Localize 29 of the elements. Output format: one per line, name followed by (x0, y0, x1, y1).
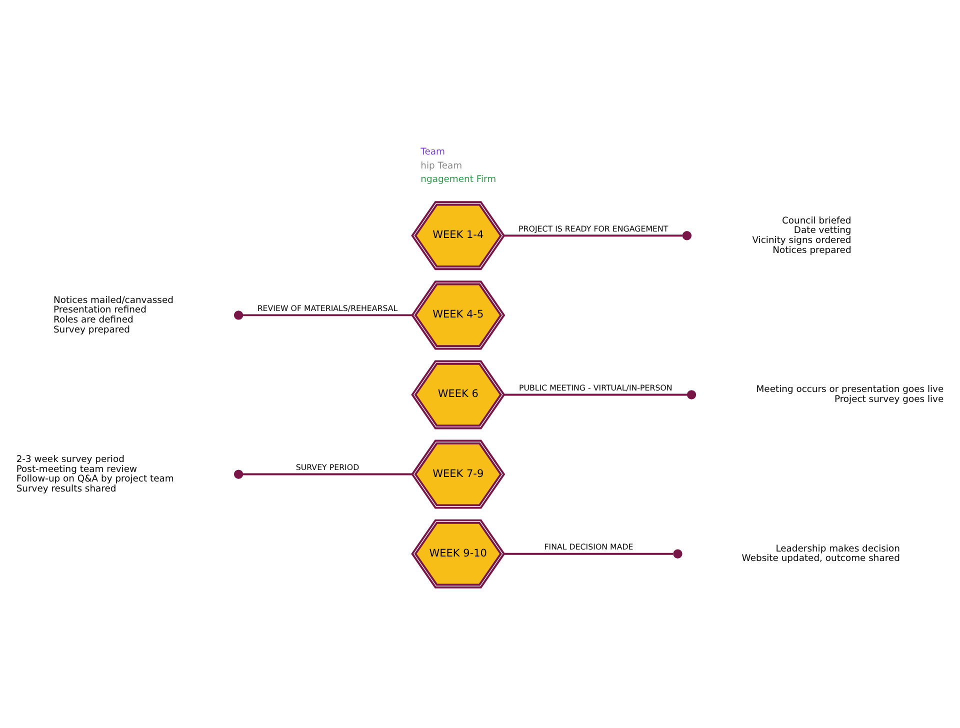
node-label: Presentation refined (53, 304, 146, 316)
node-label: Notices prepared (772, 244, 852, 256)
node-label: Survey prepared (53, 324, 130, 335)
connector (504, 234, 682, 236)
node-label: Roles are defined (53, 314, 134, 326)
node-label: Date vetting (794, 224, 852, 236)
node-label: Survey results shared (16, 483, 116, 494)
connector (242, 314, 412, 316)
legend-label: Team (420, 146, 445, 158)
node-label: Meeting occurs or presentation goes live (756, 384, 944, 395)
node-circle (234, 469, 244, 478)
connector (504, 552, 674, 554)
node-label: Website updated, outcome shared (742, 552, 900, 564)
node-circle (234, 310, 244, 320)
legend-label: hip Team (420, 160, 462, 171)
node-circle (682, 230, 692, 240)
node-circle (673, 548, 682, 558)
node-label: Leadership makes decision (776, 542, 900, 554)
node-circle (686, 390, 696, 399)
node-label: Vicinity signs ordered (752, 234, 852, 246)
node-label: Notices mailed/canvassed (53, 294, 174, 306)
node-label: Council briefed (782, 214, 852, 226)
node-label: 2-3 week survey period (16, 453, 124, 464)
legend-label: ngagement Firm (420, 174, 496, 185)
node-label: Post-meeting team review (16, 463, 138, 474)
connector (504, 393, 688, 396)
node-label: Project survey goes live (834, 394, 944, 405)
node-label: Follow-up on Q&A by project team (16, 473, 174, 484)
connector (242, 472, 412, 475)
